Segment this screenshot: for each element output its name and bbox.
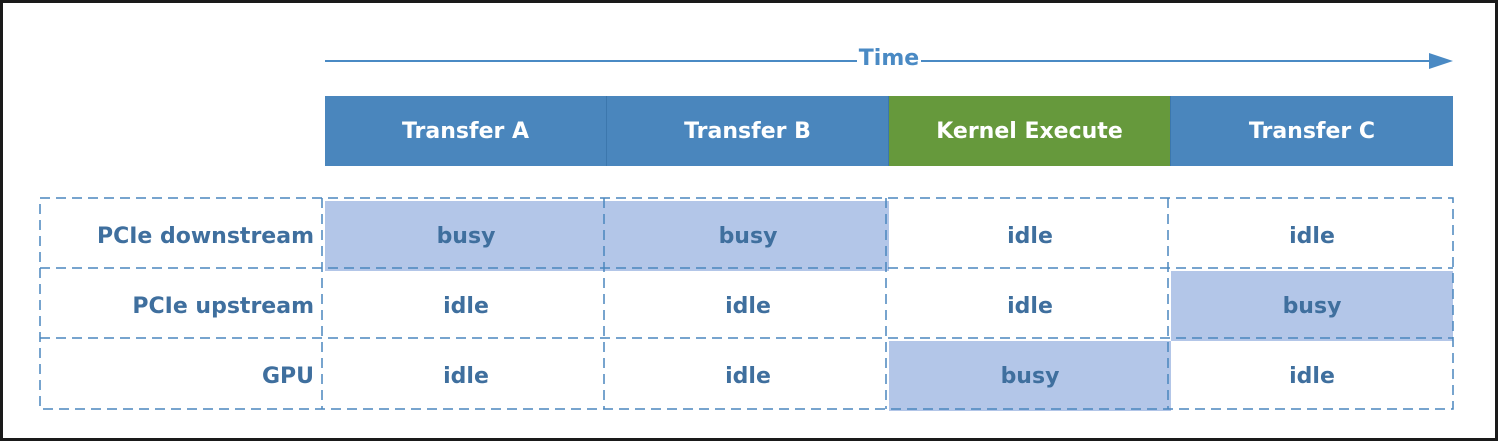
status-cell: busy xyxy=(1171,271,1453,341)
status-cell: idle xyxy=(443,293,489,319)
dashed-grid xyxy=(39,197,1454,410)
status-cell: idle xyxy=(725,363,771,389)
status-cell: busy xyxy=(607,201,889,271)
status-cell: idle xyxy=(443,363,489,389)
phase-label: Kernel Execute xyxy=(936,118,1123,144)
phase-label: Transfer A xyxy=(401,118,530,144)
arrow-head-icon xyxy=(1429,53,1453,69)
phase-kernel-execute: Kernel Execute xyxy=(889,96,1171,166)
row-label-pcie-downstream: PCIe downstream xyxy=(96,223,314,249)
status-cell: idle xyxy=(1289,363,1335,389)
status-cell: idle xyxy=(1289,223,1335,249)
status-cell: idle xyxy=(1007,223,1053,249)
status-cell: idle xyxy=(1007,293,1053,319)
phase-label: Transfer C xyxy=(1248,118,1376,144)
phase-transfer-b: Transfer B xyxy=(607,96,889,166)
status-cell: idle xyxy=(725,293,771,319)
status-cell: busy xyxy=(889,341,1171,411)
phase-label: Transfer B xyxy=(684,118,811,144)
status-cell: busy xyxy=(325,201,607,271)
phase-transfer-a: Transfer A xyxy=(325,96,607,166)
row-label-gpu: GPU xyxy=(261,363,314,389)
row-label-pcie-upstream: PCIe upstream xyxy=(132,293,314,319)
phase-transfer-c: Transfer C xyxy=(1171,96,1453,166)
